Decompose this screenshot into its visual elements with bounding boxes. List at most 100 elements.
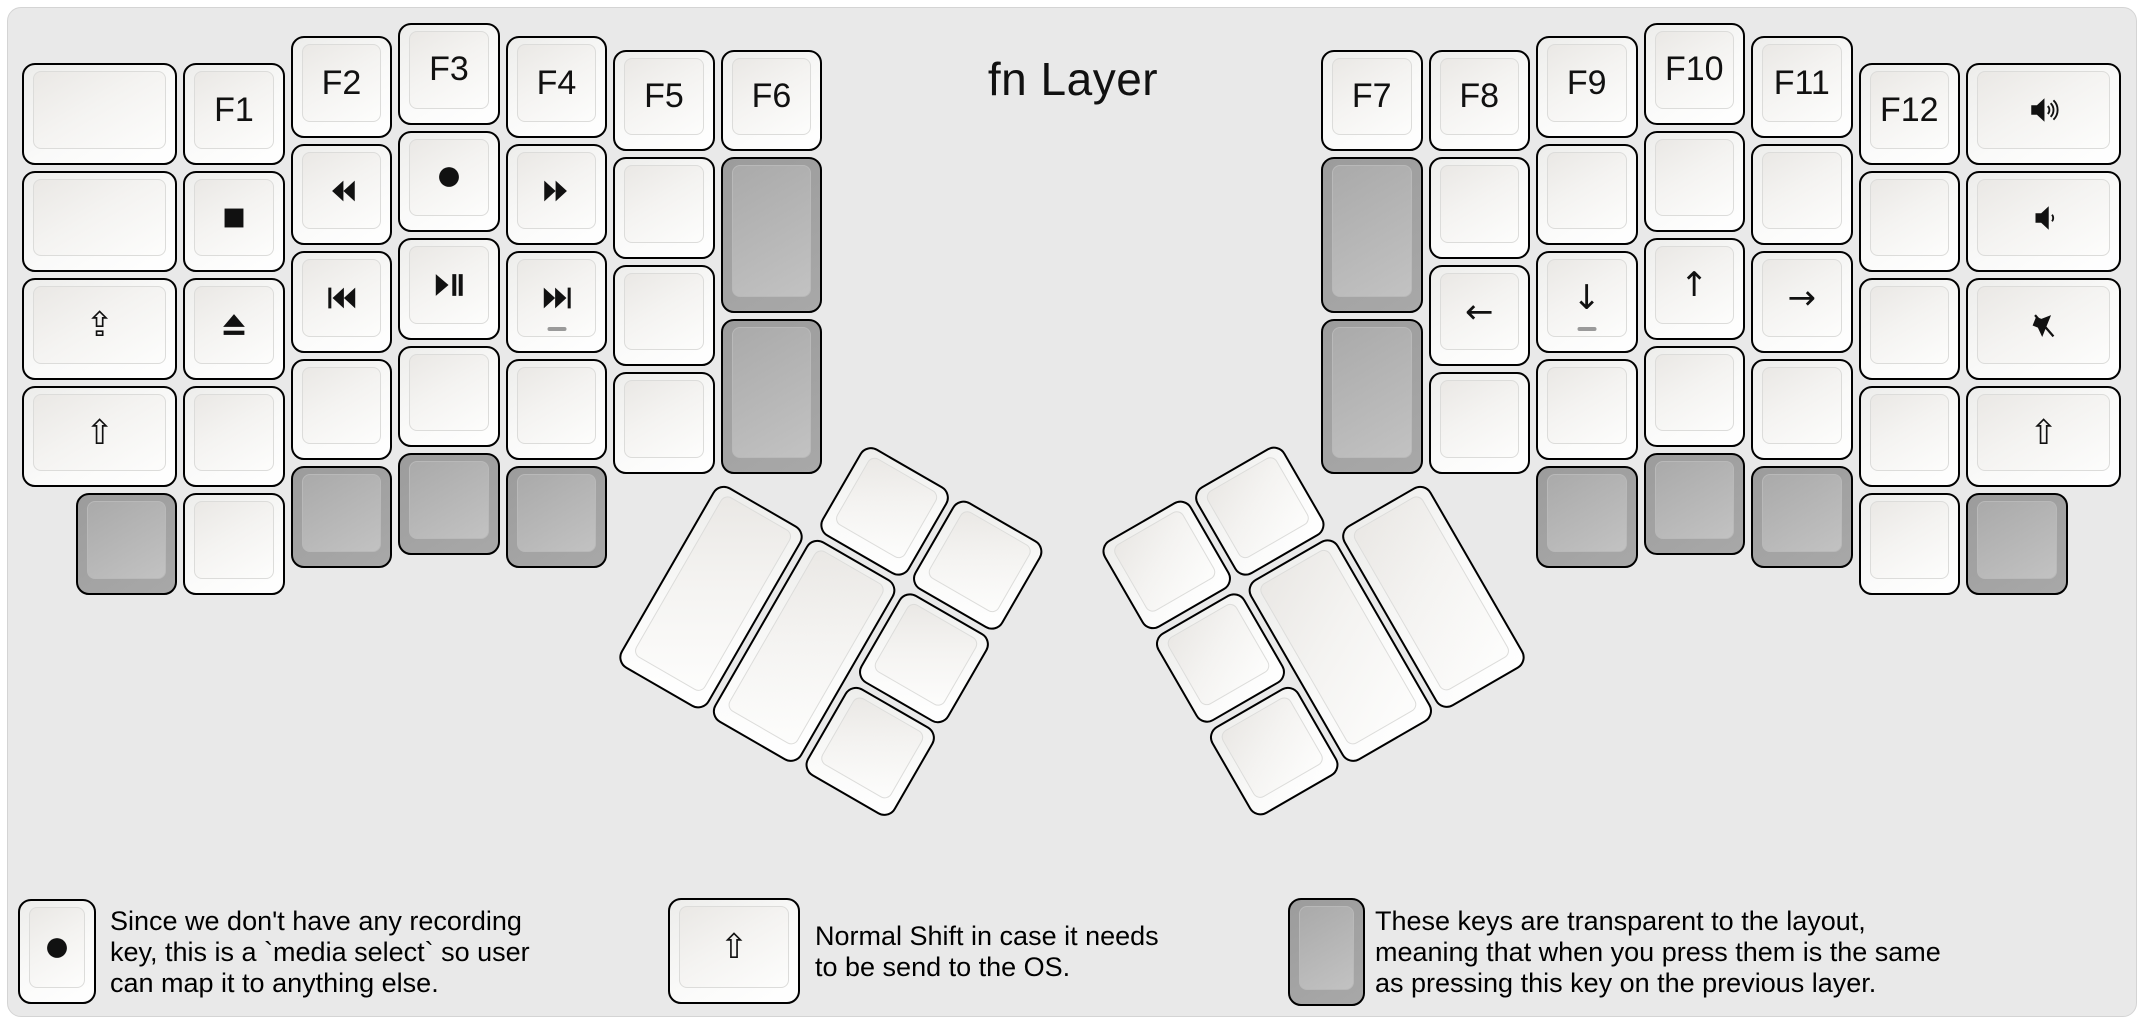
arrow-left-icon: ← [1465,291,1494,332]
key-transparent [505,466,608,568]
keytop [1869,501,1949,579]
legend-line: Since we don't have any recording [110,905,522,936]
keytop: ← [1439,272,1519,351]
legend-sample-key [1288,898,1365,1006]
keytop [86,501,167,579]
keytop [871,600,980,708]
key-transparent [1321,318,1423,474]
keytop [1654,353,1734,431]
key-arrow-up: ↑ [1643,238,1745,340]
keytop [1762,151,1842,230]
key-play-pause [398,238,500,340]
legend-item-transparent-keys: These keys are transparent to the layout… [1288,898,1941,1007]
keytop [301,474,382,552]
keytop [832,454,941,561]
key-blank [1428,372,1530,474]
keytop [33,178,167,257]
keytop [301,151,382,230]
key-f2: F2 [290,36,393,138]
key-label: F5 [644,77,684,116]
legend-line: meaning that when you press them is the … [1375,937,1941,967]
keytop [1869,286,1949,364]
keytop [1977,178,2111,257]
keytop: ⇧ [679,906,789,988]
eject-icon [217,308,251,342]
keytop [1439,165,1519,243]
key-label: F9 [1566,63,1607,102]
keytop [409,461,489,539]
key-blank [1643,345,1745,447]
key-blank [1643,130,1745,232]
key-transparent [1321,157,1423,313]
keytop [624,380,704,458]
key-blank [613,264,715,367]
key-transparent [1751,466,1853,568]
legend-key-transparent [1288,898,1366,1007]
shift-icon: ⇧ [719,927,749,967]
key-blank [505,358,608,461]
key-volume-mute [1966,278,2122,380]
key-blank [1428,157,1530,259]
keytop [731,165,812,297]
keytop: ⇧ [1977,393,2111,472]
key-arrow-right: → [1751,251,1853,353]
key-f3: F3 [398,23,500,125]
volume-up-icon [2027,93,2061,127]
keytop [1654,138,1734,216]
record-icon [40,931,74,965]
keytop [1547,366,1627,445]
legend-item-media-select: Since we don't have any recording key, t… [18,899,530,1005]
keytop: F6 [731,57,812,136]
key-f9: F9 [1536,36,1638,138]
key-label: F7 [1351,77,1392,116]
keytop [29,907,85,988]
key-transparent [398,453,500,555]
key-blank [1536,143,1638,246]
keytop: ↓ [1547,259,1627,337]
legend-key-record [18,899,97,1005]
key-blank [1858,170,1960,273]
key-transparent [290,466,393,568]
key-blank [1858,493,1960,595]
key-f12: F12 [1858,63,1960,165]
keytop [624,272,704,351]
keytop: F1 [194,71,274,149]
keytop [194,393,274,472]
shift-icon: ⇧ [2029,412,2058,453]
keytop [1547,474,1627,552]
key-blank [22,170,178,273]
key-blank [183,493,285,595]
key-label: F2 [321,63,362,102]
keytop: ⇪ [33,286,167,364]
keytop [409,138,489,216]
keytop: ↑ [1654,246,1734,324]
keytop [1762,474,1842,552]
homing-bar [1577,326,1597,331]
keytop [1217,694,1326,801]
keytop [301,366,382,445]
legend-text-normal-shift: Normal Shift in case it needs to be send… [815,921,1159,983]
key-label: F8 [1459,77,1500,116]
key-blank [613,372,715,474]
keytop: F9 [1547,44,1627,122]
layer-title: fn Layer [987,53,1159,105]
keytop [1869,393,1949,472]
keytop [409,353,489,431]
keytop [194,286,274,364]
key-blank [22,63,178,165]
keytop [194,501,274,579]
legend-sample-key: ⇧ [668,898,800,1004]
volume-down-icon [2027,201,2061,235]
key-volume-down [1966,170,2122,273]
record-icon [432,160,466,194]
keytop [1439,380,1519,458]
key-arrow-left: ← [1428,264,1530,367]
key-blank [1858,278,1960,380]
key-prev-track [290,251,393,353]
legend-line: key, this is a `media select` so user [110,936,530,967]
keytop [624,165,704,243]
legend-key-shift: ⇧ [668,898,801,1005]
key-f4: F4 [505,36,608,138]
key-blank [290,358,393,461]
